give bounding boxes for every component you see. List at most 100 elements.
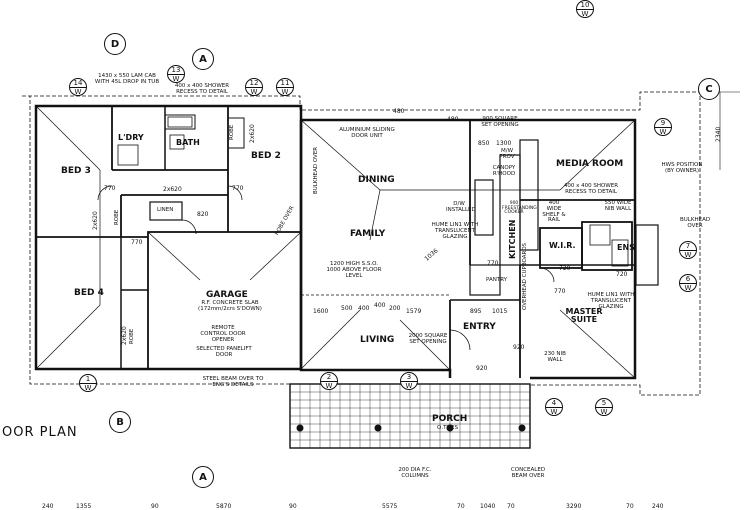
dim-480: 480 xyxy=(447,116,459,123)
room-bed2-label: BED 2 xyxy=(251,151,281,161)
room-garage-label: GARAGE xyxy=(206,290,248,300)
note-remote-control: REMOTE CONTROL DOOR OPENER xyxy=(200,325,246,343)
dim-720: 720 xyxy=(559,265,571,272)
note-hume-door-2: HUME LIN1 WITH TRANSLUCENT GLAZING xyxy=(587,292,635,310)
bottom-dim: 1040 xyxy=(480,503,496,510)
bottom-dim: 70 xyxy=(457,503,465,510)
note-sliding-door: ALUMINIUM SLIDING DOOR UNIT xyxy=(339,127,395,139)
room-porch-label: PORCH xyxy=(432,414,468,424)
bottom-dim: 5575 xyxy=(382,503,398,510)
grid-marker-a-bottom: A xyxy=(192,466,214,488)
dim-2x620: 2x620 xyxy=(121,326,128,345)
bottom-dim: 240 xyxy=(652,503,664,510)
note-panelift-door: SELECTED PANELIFT DOOR xyxy=(196,346,252,358)
note-overhead-cupboards: OVERHEAD CUPBOARDS xyxy=(522,242,528,310)
plan-title: OOR PLAN xyxy=(2,425,78,440)
note-set-opening-2000: 2000 SQUARE SET OPENING xyxy=(408,333,448,345)
dim-2340: 2340 xyxy=(715,126,722,142)
room-entry-label: ENTRY xyxy=(463,322,496,332)
dim-480: 480 xyxy=(393,108,405,115)
note-linen: LINEN xyxy=(157,207,174,213)
dim-1300: 1300 xyxy=(496,140,512,147)
room-pantry-label: PANTRY xyxy=(486,277,508,283)
room-family-label: FAMILY xyxy=(350,229,386,239)
note-set-opening-900: 900 SQUARE SET OPENING xyxy=(481,116,519,128)
note-canopy: CANOPY R'HOOD xyxy=(492,165,516,177)
room-bed4-label: BED 4 xyxy=(74,288,104,298)
bottom-dim: 1355 xyxy=(76,503,92,510)
dim-895: 895 xyxy=(470,308,482,315)
bottom-dim: 90 xyxy=(151,503,159,510)
room-laundry-label: L'DRY xyxy=(118,133,144,142)
room-bath-label: BATH xyxy=(176,138,200,147)
note-hume-door: HUME LIN1 WITH TRANSLUCENT GLAZING xyxy=(431,222,479,240)
note-freestanding-cooker: 900 FREESTANDING COOKER xyxy=(502,201,537,216)
dim-920: 920 xyxy=(476,365,488,372)
dim-1015: 1015 xyxy=(492,308,508,315)
grid-marker-b: B xyxy=(109,411,131,433)
note-concealed-beam: CONCEALED BEAM OVER xyxy=(510,467,546,479)
dim-2x620: 2x620 xyxy=(92,211,99,230)
note-dishwasher: D/W INSTALLED xyxy=(446,201,476,213)
dim-200: 200 xyxy=(389,305,401,312)
room-ensuite-label: ENS xyxy=(617,243,635,252)
note-shower-recess: 400 x 400 SHOWER RECESS TO DETAIL xyxy=(174,83,230,95)
room-bed3-label: BED 3 xyxy=(61,166,91,176)
note-lam-cab: 1430 x 550 LAM CAB WITH 45L DROP IN TUB xyxy=(94,73,160,85)
room-kitchen-label: KITCHEN xyxy=(508,219,517,259)
note-steel-beam: STEEL BEAM OVER TO ENG'S DETAILS xyxy=(202,376,264,388)
note-nib-wall-550: 550 WIDE NIB WALL xyxy=(604,200,632,212)
bottom-dim: 90 xyxy=(289,503,297,510)
note-shower-recess-2: 400 x 400 SHOWER RECESS TO DETAIL xyxy=(563,183,619,195)
note-bulkhead-over: BULKHEAD OVER xyxy=(313,146,319,194)
note-robe-bed3: ROBE xyxy=(114,209,120,225)
dim-770: 770 xyxy=(232,185,244,192)
dim-2x620: 2x620 xyxy=(163,186,182,193)
room-living-label: LIVING xyxy=(360,335,395,345)
grid-marker-d: D xyxy=(104,33,126,55)
bottom-dim: 3290 xyxy=(566,503,582,510)
dim-770: 770 xyxy=(554,288,566,295)
note-hws-position: HWS POSITION (BY OWNER) xyxy=(661,162,703,174)
dim-770: 770 xyxy=(104,185,116,192)
note-mw-prov: M/W PROV xyxy=(499,148,515,160)
note-concrete-slab: R.F. CONCRETE SLAB (172mm/2crs S'DOWN) xyxy=(198,300,262,312)
note-sso: 1200 HIGH S.S.O. 1000 ABOVE FLOOR LEVEL xyxy=(326,261,382,279)
bottom-dim: 70 xyxy=(626,503,634,510)
dim-1600: 1600 xyxy=(313,308,329,315)
note-robe-bed2: ROBE xyxy=(229,124,235,140)
bottom-dim: 5870 xyxy=(216,503,232,510)
note-bulkhead-right: BULKHEAD OVER xyxy=(680,217,711,229)
note-robe-bed4: ROBE xyxy=(129,328,135,344)
room-wir-label: W.I.R. xyxy=(549,241,576,250)
room-dining-label: DINING xyxy=(358,175,395,185)
note-shelf-rail: 400 WIDE SHELF & RAIL xyxy=(542,200,566,224)
grid-marker-a: A xyxy=(192,48,214,70)
dim-400: 400 xyxy=(358,305,370,312)
bottom-dim: 70 xyxy=(507,503,515,510)
dim-820: 820 xyxy=(197,211,209,218)
room-master-label: MASTER SUITE xyxy=(565,307,603,324)
dim-500: 500 xyxy=(341,305,353,312)
note-nib-wall-230: 230 NIB WALL xyxy=(544,351,566,363)
note-q-tiles: Q.TILES xyxy=(437,425,459,431)
note-columns: 200 DIA F.C. COLUMNS xyxy=(398,467,432,479)
dim-2x620: 2x620 xyxy=(249,124,256,143)
dim-400: 400 xyxy=(374,302,386,309)
dim-770: 770 xyxy=(487,260,499,267)
dim-1579: 1579 xyxy=(406,308,422,315)
dim-720: 720 xyxy=(616,271,628,278)
bottom-dim: 240 xyxy=(42,503,54,510)
